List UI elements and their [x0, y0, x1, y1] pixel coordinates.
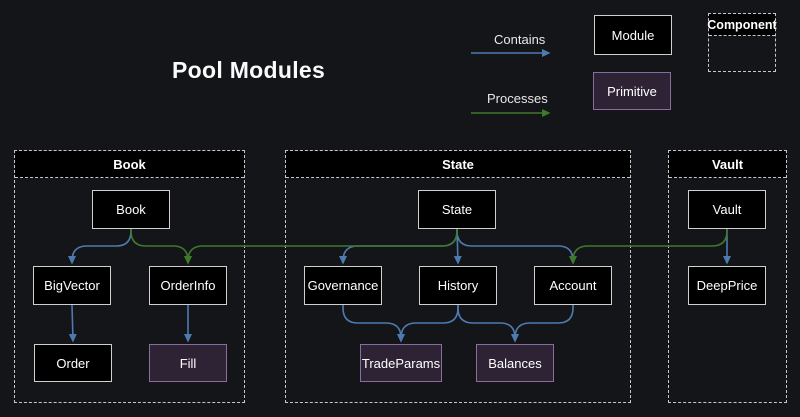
container-vault-label: Vault	[711, 156, 744, 172]
node-fill: Fill	[149, 344, 227, 382]
node-fill-label: Fill	[179, 355, 197, 371]
legend-component-header: Component	[707, 14, 777, 36]
node-governance-label: Governance	[307, 278, 379, 293]
node-orderinfo-label: OrderInfo	[160, 278, 216, 293]
legend-primitive-box: Primitive	[593, 72, 671, 110]
node-state-label: State	[441, 202, 473, 217]
node-deepprice-label: DeepPrice	[696, 278, 758, 293]
node-history: History	[419, 266, 497, 305]
node-orderinfo: OrderInfo	[149, 266, 227, 305]
diagram-title: Pool Modules	[172, 57, 326, 83]
node-balances: Balances	[476, 344, 554, 382]
container-vault-header: Vault	[669, 151, 786, 178]
container-state: State	[285, 150, 631, 403]
node-balances-label: Balances	[488, 355, 542, 371]
container-book: Book	[14, 150, 245, 403]
node-order: Order	[34, 344, 112, 382]
node-governance: Governance	[304, 266, 382, 305]
node-history-label: History	[437, 278, 479, 293]
legend-component-box: Component	[707, 13, 777, 72]
legend-component-label: Component	[707, 17, 777, 32]
node-book: Book	[92, 190, 170, 229]
legend-contains-label: Contains	[494, 32, 546, 47]
node-state: State	[418, 190, 496, 229]
node-account: Account	[534, 266, 612, 305]
node-tradeparams: TradeParams	[360, 344, 442, 382]
legend-module-label: Module	[611, 27, 655, 43]
legend-processes-label: Processes	[487, 91, 548, 106]
node-tradeparams-label: TradeParams	[361, 355, 441, 371]
container-vault: Vault	[668, 150, 787, 403]
container-book-label: Book	[113, 156, 146, 172]
node-order-label: Order	[56, 355, 90, 371]
legend-module-box: Module	[594, 15, 672, 55]
node-account-label: Account	[549, 278, 597, 293]
container-book-header: Book	[15, 151, 244, 178]
container-state-header: State	[286, 151, 630, 178]
node-book-label: Book	[116, 202, 146, 217]
node-bigvector-label: BigVector	[44, 278, 100, 293]
container-state-label: State	[442, 156, 474, 172]
node-vault: Vault	[688, 190, 766, 229]
node-bigvector: BigVector	[33, 266, 111, 305]
node-vault-label: Vault	[712, 202, 742, 217]
legend-primitive-label: Primitive	[607, 83, 657, 99]
node-deepprice: DeepPrice	[688, 266, 766, 305]
